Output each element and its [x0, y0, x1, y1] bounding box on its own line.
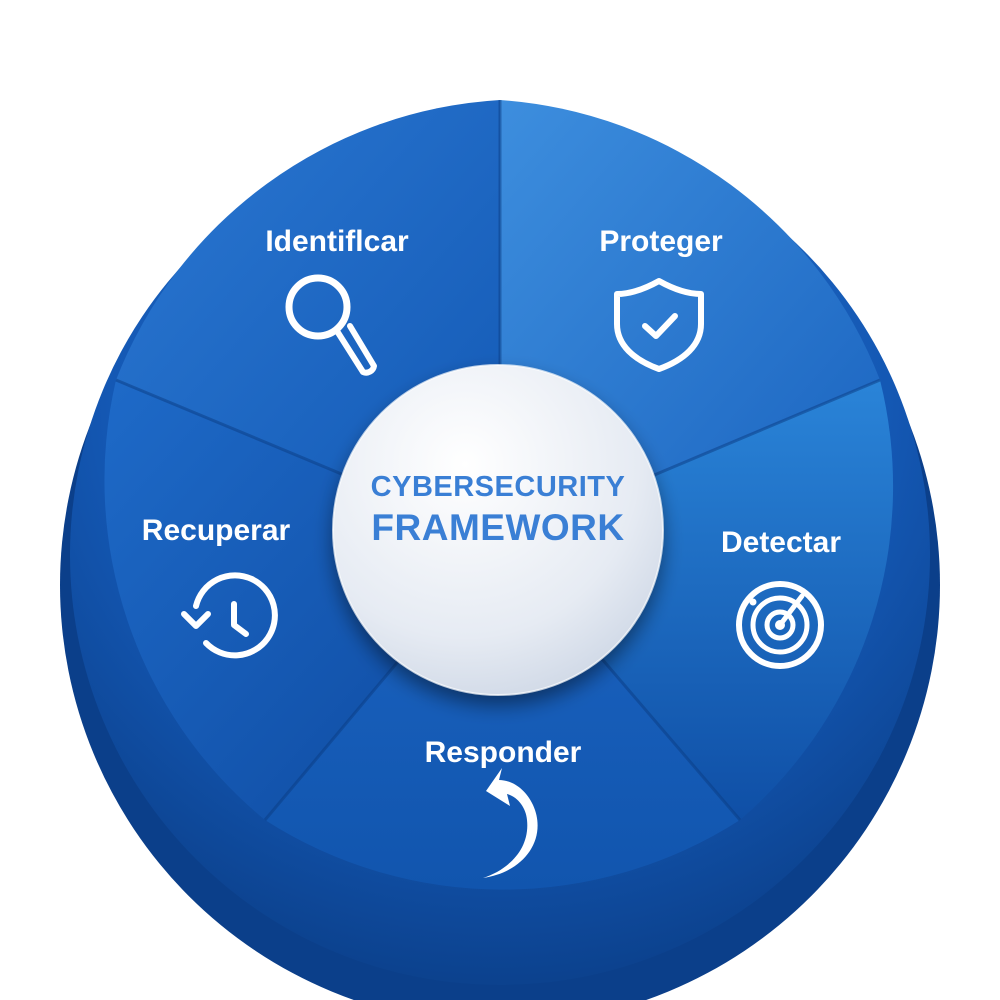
shield-check-icon	[614, 278, 704, 372]
center-disc	[333, 365, 663, 695]
segment-recuperar[interactable]	[104, 380, 501, 820]
label-recuperar: Recuperar	[142, 514, 291, 547]
center-title-line1: CYBERSECURITY	[371, 471, 626, 503]
label-proteger: Proteger	[599, 225, 723, 258]
label-responder: Responder	[425, 736, 582, 769]
label-detectar: Detectar	[721, 526, 841, 559]
history-clock-icon	[181, 572, 278, 659]
magnifier-icon	[285, 274, 377, 376]
label-identificar: Identiflcar	[265, 225, 409, 258]
segment-responder[interactable]	[265, 540, 740, 890]
segment-detectar[interactable]	[500, 380, 894, 820]
curved-arrow-icon	[483, 768, 538, 878]
center-title-line2: FRAMEWORK	[371, 507, 624, 548]
radar-icon	[736, 581, 824, 669]
